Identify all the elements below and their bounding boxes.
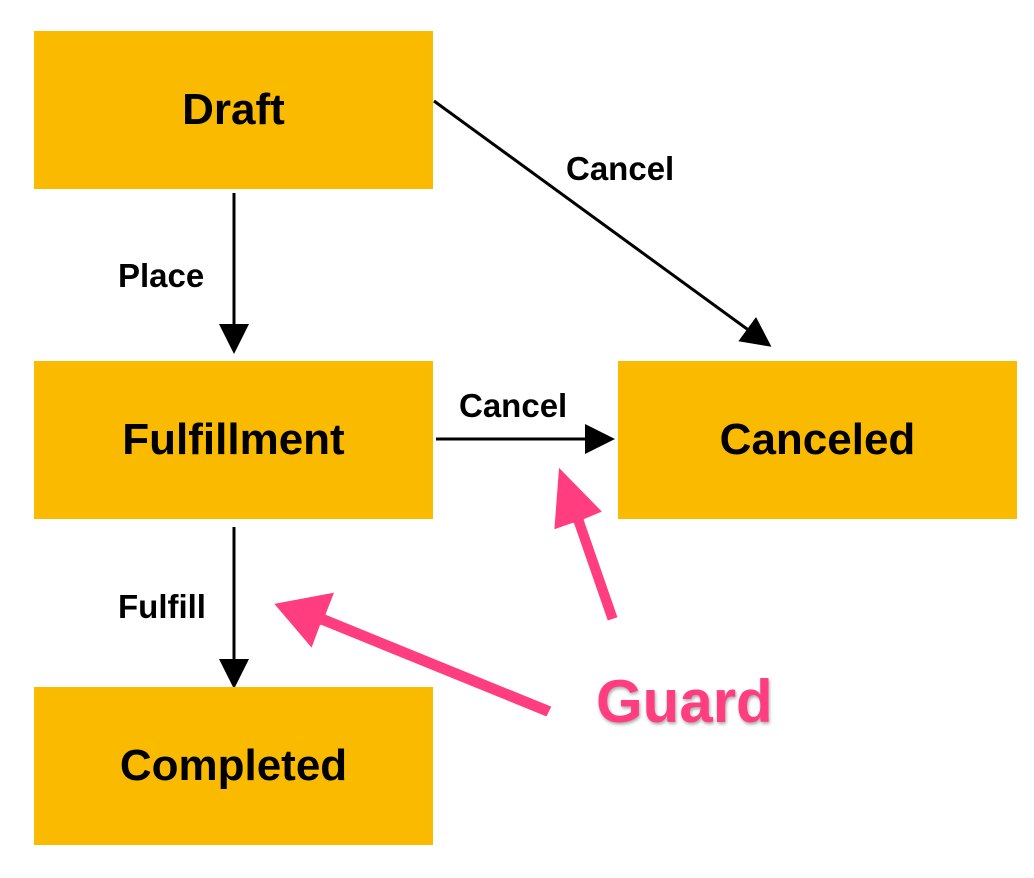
state-fulfillment-label: Fulfillment [122,415,345,464]
state-canceled-label: Canceled [719,415,916,464]
state-fulfillment: Fulfillment [34,361,433,519]
guard-pointer-arrow-to-cancel [551,463,621,624]
state-draft-label: Draft [182,85,285,134]
edge-label-fulfillment-to-completed: Fulfill [118,588,206,625]
edge-label-draft-to-fulfillment: Place [118,257,205,294]
guard-annotation-label: Guard [595,668,774,735]
state-canceled: Canceled [618,361,1017,519]
edge-label-fulfillment-to-canceled: Cancel [459,387,568,424]
state-draft: Draft [34,31,433,189]
guard-pointer-arrow-to-fulfill [270,589,555,720]
state-completed-label: Completed [119,741,348,790]
state-completed: Completed [34,687,433,845]
edge-draft-to-canceled [433,99,772,347]
edge-label-draft-to-canceled: Cancel [566,150,675,187]
